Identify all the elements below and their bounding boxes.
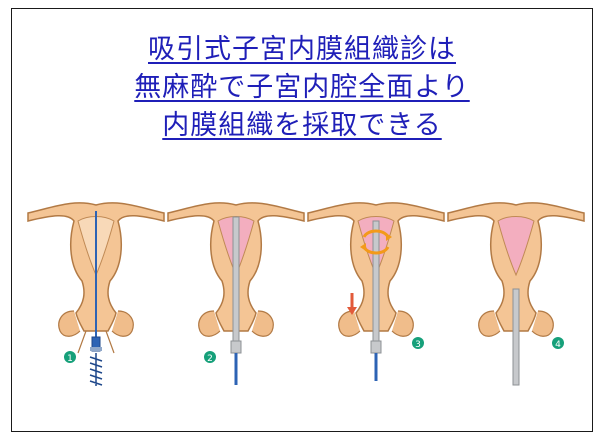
step-2-illustration: 2 — [166, 181, 306, 416]
sheath — [373, 221, 379, 341]
step-3-panel: 3 — [306, 181, 446, 416]
procedure-steps: 1 2 — [26, 181, 582, 416]
step-3-illustration: 3 — [306, 181, 446, 416]
screw-tip — [90, 353, 102, 386]
blue-rod — [235, 353, 238, 385]
blue-rod — [95, 211, 97, 337]
sheath — [233, 217, 239, 341]
title-line-3: 内膜組織を採取できる — [162, 107, 441, 145]
step-4-number: 4 — [555, 340, 561, 350]
step-2-panel: 2 — [166, 181, 306, 416]
step-1-panel: 1 — [26, 181, 166, 416]
step-1-number: 1 — [67, 354, 73, 364]
step-1-illustration: 1 — [26, 181, 166, 416]
title-line-1: 吸引式子宮内膜組織診は — [148, 31, 456, 69]
step-4-illustration: 4 — [446, 181, 586, 416]
title-line-2: 無麻酔で子宮内腔全面より — [134, 69, 469, 107]
slide-title: 吸引式子宮内膜組織診は 無麻酔で子宮内腔全面より 内膜組織を採取できる — [12, 31, 592, 145]
step-2-number: 2 — [207, 354, 213, 364]
step-3-number: 3 — [415, 340, 421, 350]
step-4-panel: 4 — [446, 181, 586, 416]
slide: 吸引式子宮内膜組織診は 無麻酔で子宮内腔全面より 内膜組織を採取できる — [11, 8, 593, 432]
sheath — [513, 289, 519, 385]
blue-rod — [375, 353, 378, 381]
